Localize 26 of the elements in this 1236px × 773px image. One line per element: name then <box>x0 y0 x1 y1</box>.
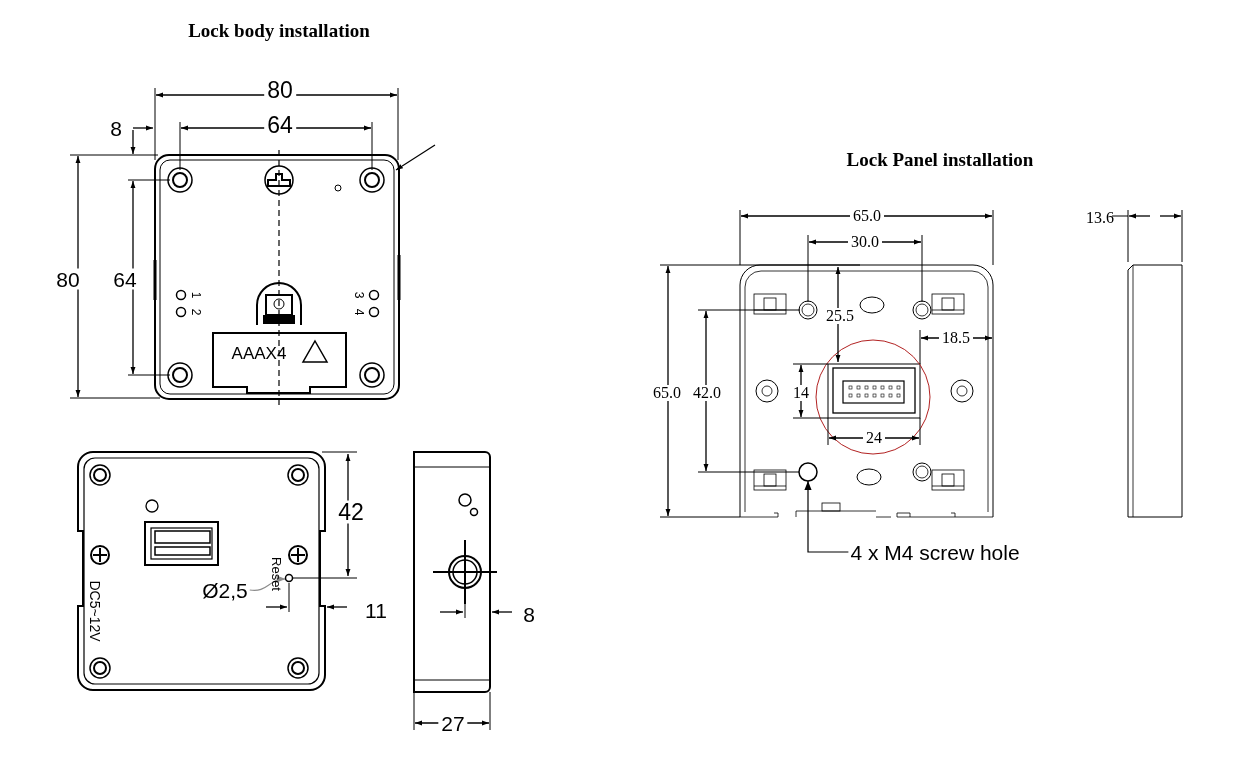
callout-label: Ø2,5 <box>202 579 248 601</box>
dimension-value: 8 <box>523 603 535 625</box>
terminal-number: 3 <box>353 291 365 299</box>
dimension-value: 25.5 <box>823 308 857 324</box>
terminal-number: 2 <box>190 308 202 316</box>
reset-hole <box>284 573 294 583</box>
dimension-value: 65.0 <box>650 385 684 401</box>
view-title: Lock Panel installation <box>846 149 1034 169</box>
voltage-marking: DC5~12V <box>88 580 102 642</box>
view-title: Lock body installation <box>188 20 370 40</box>
dimension-value: 65.0 <box>850 208 884 224</box>
battery-marking: AAAX4 <box>231 344 287 362</box>
dimension-value: 11 <box>365 599 387 621</box>
terminal-number: 4 <box>353 308 365 316</box>
screw-hole <box>798 462 818 482</box>
terminal-number: 1 <box>190 291 202 299</box>
callout-label: 4 x M4 screw hole <box>850 541 1020 563</box>
port-marking: Reset <box>269 557 283 591</box>
dimension-value: 24 <box>863 430 885 446</box>
dimension-value: 8 <box>110 117 122 139</box>
dimension-value: 13.6 <box>1086 210 1114 226</box>
dimension-value: 42.0 <box>690 385 724 401</box>
leader-line <box>249 576 287 591</box>
leader-line <box>804 480 849 553</box>
dimension-value: 30.0 <box>848 234 882 250</box>
dimension-value: 18.5 <box>939 330 973 346</box>
